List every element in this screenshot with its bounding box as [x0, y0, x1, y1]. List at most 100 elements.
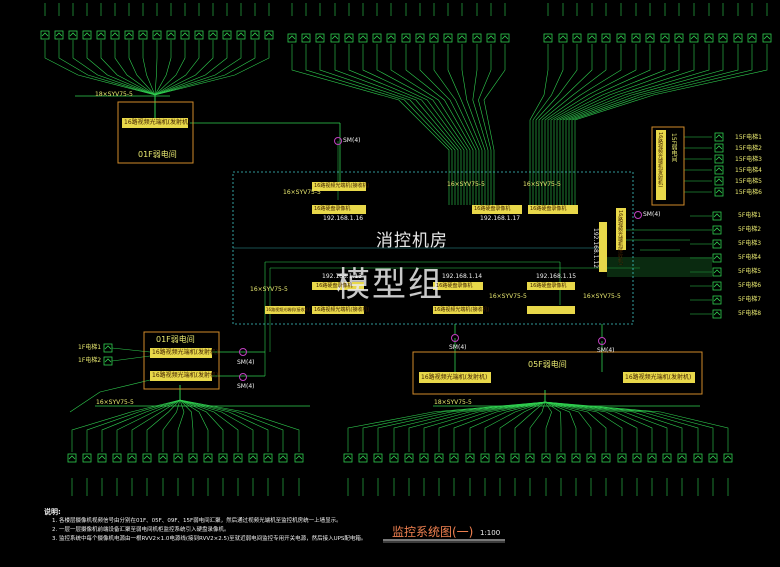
cable-label: 16×SYV75-5 [283, 189, 321, 196]
camera-layer [40, 30, 772, 463]
camera-icon [449, 453, 459, 463]
wire [529, 44, 549, 205]
camera-icon [248, 453, 258, 463]
wire [319, 44, 456, 205]
wire [348, 44, 462, 205]
camera-icon [443, 33, 453, 43]
ip-address: 192.168.1.15 [536, 273, 577, 280]
device-label: 16路硬盘录像机 [474, 206, 511, 212]
camera-icon [486, 33, 496, 43]
camera-icon [723, 453, 733, 463]
camera-icon [645, 33, 655, 43]
right-camera-label: 5F电梯3 [738, 240, 762, 247]
wire [154, 40, 270, 118]
device-label: 16路视频光端机(接收机) [617, 210, 623, 266]
fiber-marker [634, 211, 642, 219]
wire [550, 44, 651, 205]
camera-icon [54, 30, 64, 40]
wire [559, 44, 695, 205]
device-v-core [616, 208, 626, 250]
camera-icon [712, 295, 722, 305]
camera-icon [733, 33, 743, 43]
cable-label: 16×SYV75-5 [489, 293, 527, 300]
camera-icon [704, 33, 714, 43]
fiber-label: SM(4) [343, 137, 361, 144]
camera-icon [124, 30, 134, 40]
right-camera-label: 15F电梯2 [735, 145, 762, 152]
wire [447, 44, 483, 205]
camera-icon [541, 453, 551, 463]
wire [565, 44, 724, 205]
device-top-left [122, 118, 188, 128]
camera-icon [677, 453, 687, 463]
camera-icon [82, 30, 92, 40]
device-label: 16路硬盘录像机 [436, 283, 473, 289]
wire [562, 44, 710, 205]
device-low-6 [527, 282, 575, 290]
camera-icon [112, 453, 122, 463]
camera-icon [693, 453, 703, 463]
room-label-01f-top: 01F弱电间 [138, 150, 177, 159]
fiber-marker [451, 334, 459, 342]
camera-icon [222, 30, 232, 40]
camera-icon [315, 33, 325, 43]
right-camera-label: 5F电梯4 [738, 254, 762, 261]
wire [478, 44, 492, 205]
camera-icon [714, 143, 724, 153]
camera-icon [166, 30, 176, 40]
camera-icon [386, 33, 396, 43]
device-left-1 [150, 348, 212, 358]
left-camera-label: 1F电梯1 [78, 344, 102, 351]
fiber-marker [239, 348, 247, 356]
device-low-2 [312, 306, 364, 314]
camera-icon [632, 453, 642, 463]
device-low-3 [433, 306, 483, 314]
device-label: 16路视频光端机(发射机) [124, 119, 191, 126]
notes-line: 2. 一层一层摄像机前端设备汇聚至弱电间机柜监控系统引入硬盘录像机。 [52, 527, 230, 533]
device-label: 16路视频光端机(发射机) [625, 374, 692, 381]
device-label: 16路硬盘录像机 [316, 283, 353, 289]
camera-icon [372, 33, 382, 43]
room-box-top-left [117, 101, 194, 164]
device-low-5 [433, 282, 483, 290]
fiber-label: SM(4) [643, 211, 661, 218]
camera-icon [301, 33, 311, 43]
camera-icon [714, 187, 724, 197]
ip-address: 192.168.1.17 [480, 215, 521, 222]
left-camera-label: 1F电梯2 [78, 357, 102, 364]
device-core-c [472, 205, 522, 214]
camera-icon [712, 211, 722, 221]
device-label: 16路硬盘录像机 [530, 283, 567, 289]
device-label: 16路硬盘录像机 [314, 206, 351, 212]
camera-icon [558, 33, 568, 43]
wire [535, 44, 578, 205]
camera-icon [263, 453, 273, 463]
camera-icon [586, 453, 596, 463]
wire [291, 44, 450, 205]
wire [538, 44, 593, 205]
camera-icon [250, 30, 260, 40]
right-camera-label: 15F电梯1 [735, 134, 762, 141]
camera-icon [330, 33, 340, 43]
right-camera-label: 5F电梯6 [738, 282, 762, 289]
camera-icon [358, 33, 368, 43]
camera-icon [712, 253, 722, 263]
room-label-15f: 15F弱电间 [670, 133, 677, 163]
ip-address: 192.168.1.16 [323, 215, 364, 222]
wire [433, 44, 480, 205]
camera-icon [480, 453, 490, 463]
device-right-2 [623, 372, 695, 383]
wiring-layer [44, 3, 768, 496]
wire [376, 44, 468, 205]
camera-icon [556, 453, 566, 463]
wire [334, 44, 459, 205]
wire [472, 44, 489, 205]
ip-address: 192.168.1.12 [592, 228, 599, 269]
fiber-label: SM(4) [237, 383, 255, 390]
camera-icon [429, 33, 439, 43]
wire [69, 391, 101, 413]
right-camera-label: 5F电梯2 [738, 226, 762, 233]
device-low-7 [527, 306, 575, 314]
cable-label: 16×SYV75-5 [250, 286, 288, 293]
wire [553, 44, 666, 205]
